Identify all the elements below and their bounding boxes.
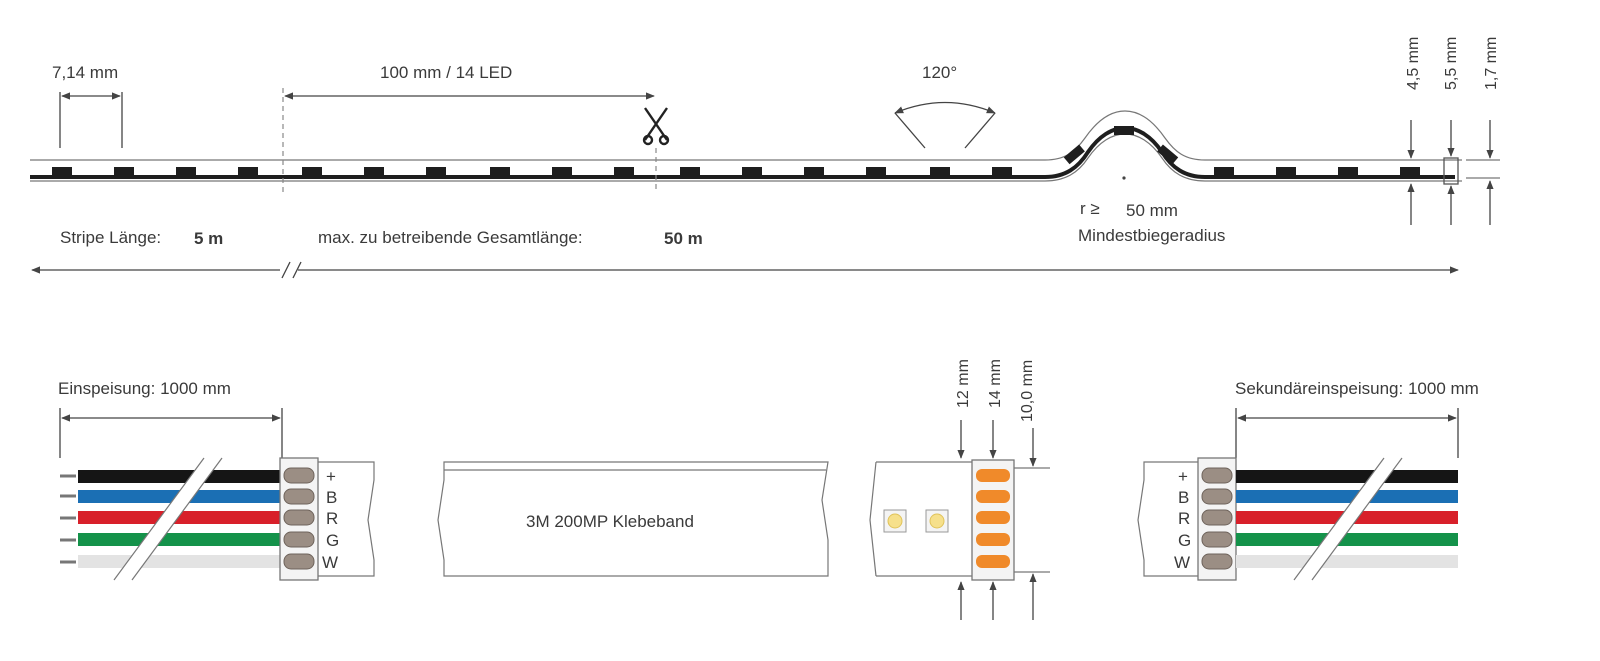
led-chip (1114, 126, 1134, 135)
svg-text:G: G (326, 531, 339, 550)
height-arrows (1407, 120, 1500, 225)
end-cap (1443, 157, 1459, 185)
feed-pin-labels: + B R G W (322, 467, 339, 572)
wire-black (1236, 470, 1458, 483)
width-label-3: 10,0 mm (1019, 360, 1036, 422)
wire-blue (1236, 490, 1458, 503)
width-label-2: 14 mm (987, 359, 1004, 408)
height-label-1: 4,5 mm (1405, 37, 1422, 90)
led-chip (1063, 144, 1085, 165)
svg-text:B: B (1178, 488, 1189, 507)
led-pitch-label: 7,14 mm (52, 63, 118, 82)
svg-text:W: W (1174, 553, 1190, 572)
led-chip (1276, 167, 1296, 176)
led-chip (426, 167, 446, 176)
radius-value: 50 mm (1126, 201, 1178, 220)
wire-break-mark (1294, 458, 1402, 580)
total-length-break-1 (281, 261, 291, 279)
svg-text:W: W (322, 553, 338, 572)
secondary-feed-label: Sekundäreinspeisung: 1000 mm (1235, 379, 1479, 398)
height-label-3: 1,7 mm (1483, 37, 1500, 90)
svg-text:R: R (326, 509, 338, 528)
wire-green (78, 533, 280, 546)
led-chip (114, 167, 134, 176)
radius-symbol: r ≥ (1080, 199, 1100, 218)
secondary-feed-view: Sekundäreinspeisung: 1000 mm + B R G W (1137, 379, 1479, 581)
stripe-length-label: Stripe Länge: (60, 228, 161, 247)
max-length-label: max. zu betreibende Gesamtlänge: (318, 228, 583, 247)
led-chip (490, 167, 510, 176)
max-length-value: 50 m (664, 229, 703, 248)
tape-outline (437, 461, 829, 577)
wire-black (78, 470, 280, 483)
svg-text:+: + (326, 467, 336, 486)
wire-green (1236, 533, 1458, 546)
height-label-2: 5,5 mm (1443, 37, 1460, 90)
top-strip-view: 7,14 mm 100 mm / 14 LED 120° r ≥ 50 mm M… (30, 37, 1500, 279)
scissors-icon (642, 107, 670, 146)
led-chip (866, 167, 886, 176)
end-connector-pads (976, 469, 1010, 568)
svg-text:G: G (1178, 531, 1191, 550)
led-chip (238, 167, 258, 176)
segment-label: 100 mm / 14 LED (380, 63, 512, 82)
led-chip (680, 167, 700, 176)
bend-center-dot (1122, 176, 1126, 180)
led-chip (1157, 144, 1179, 165)
led-chip (364, 167, 384, 176)
led-chip (176, 167, 196, 176)
wire-red (78, 511, 280, 524)
wire-white (78, 555, 280, 568)
led-chip (614, 167, 634, 176)
strip-top-edge (30, 110, 1462, 161)
feed-wires (78, 470, 280, 568)
beam-angle-arc (894, 101, 996, 114)
tape-label: 3M 200MP Klebeband (526, 512, 694, 531)
width-label-1: 12 mm (955, 359, 972, 408)
led-chip (1214, 167, 1234, 176)
wire-white (1236, 555, 1458, 568)
led-chips (52, 126, 1420, 176)
width-arrows (957, 420, 1037, 620)
strip-end-view: 12 mm 14 mm 10,0 mm (869, 359, 1050, 620)
secondary-connector-pads (1201, 467, 1233, 570)
total-length-break-2 (292, 261, 302, 279)
adhesive-tape-view: 3M 200MP Klebeband (437, 461, 829, 577)
led-chip (742, 167, 762, 176)
feed-label: Einspeisung: 1000 mm (58, 379, 231, 398)
led-chip (1400, 167, 1420, 176)
led-chip (804, 167, 824, 176)
led-chip (302, 167, 322, 176)
feed-connector-view: Einspeisung: 1000 mm (58, 379, 375, 581)
wire-pin-stubs (60, 474, 76, 564)
stripe-length-value: 5 m (194, 229, 223, 248)
wire-break-mark (114, 458, 222, 580)
svg-text:B: B (326, 488, 337, 507)
svg-text:+: + (1178, 467, 1188, 486)
radius-caption: Mindestbiegeradius (1078, 226, 1225, 245)
led-chip (52, 167, 72, 176)
feed-connector-pads (283, 467, 315, 570)
svg-text:R: R (1178, 509, 1190, 528)
led-chip (930, 167, 950, 176)
beam-angle-label: 120° (922, 63, 957, 82)
secondary-pin-labels: + B R G W (1174, 467, 1191, 572)
led-chip (992, 167, 1012, 176)
led-chip (552, 167, 572, 176)
led-chip (1338, 167, 1358, 176)
